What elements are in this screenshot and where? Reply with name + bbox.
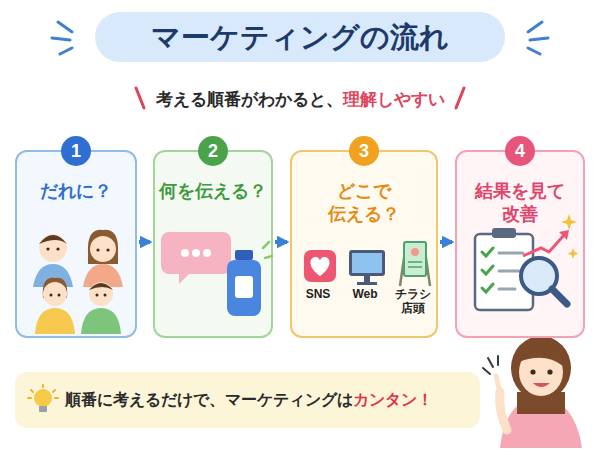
title-banner: マーケティングの流れ xyxy=(95,12,505,62)
step-number: 1 xyxy=(61,136,91,166)
flow-arrow xyxy=(440,240,452,244)
step-number-text: 4 xyxy=(515,142,525,160)
step-number: 3 xyxy=(349,136,379,166)
step-number-text: 3 xyxy=(359,142,369,160)
channel-label: SNS xyxy=(288,288,348,302)
step-heading: 結果を見て 改善 xyxy=(470,180,570,225)
step-card: 結果を見て 改善4 xyxy=(455,150,585,338)
review-illustration xyxy=(457,152,587,340)
step-number-text: 2 xyxy=(208,142,218,160)
woman-figure xyxy=(483,336,582,448)
step-number: 4 xyxy=(505,136,535,166)
summary-text: 順番に考えるだけで、マーケティングは xyxy=(65,390,353,411)
step-card: だれに？1 xyxy=(15,150,137,338)
subtitle-text: 考える順番がわかると、 xyxy=(156,90,343,109)
slash-marks xyxy=(136,88,464,108)
summary-text: カンタン！ xyxy=(353,390,433,411)
summary-banner: 順番に考えるだけで、マーケティングはカンタン！ xyxy=(15,372,480,428)
step-number: 2 xyxy=(198,136,228,166)
step-heading: どこで 伝える？ xyxy=(314,180,414,225)
message-illustration xyxy=(155,152,275,340)
step-heading: だれに？ xyxy=(21,180,131,203)
lightbulb-icon xyxy=(27,384,59,418)
step-number-text: 1 xyxy=(71,142,81,160)
flow-arrow xyxy=(139,240,150,244)
subtitle-text: 理解しやすい xyxy=(343,90,445,109)
step-card: 何を伝える？2 xyxy=(153,150,273,338)
subtitle: 考える順番がわかると、理解しやすい xyxy=(0,88,600,111)
channel-label: チラシ 店頭 xyxy=(383,288,443,316)
channel-label: Web xyxy=(335,288,395,302)
family-illustration xyxy=(17,152,139,340)
flow-arrow xyxy=(275,240,287,244)
step-heading: 何を伝える？ xyxy=(158,180,268,203)
